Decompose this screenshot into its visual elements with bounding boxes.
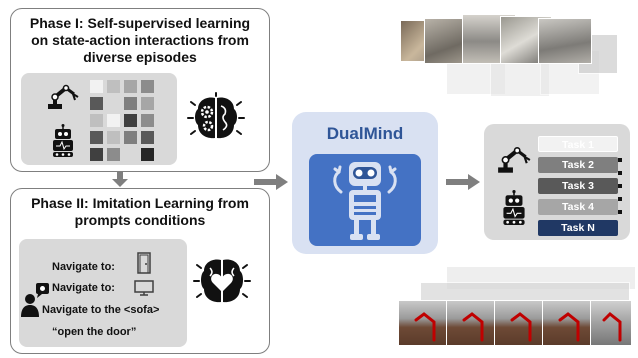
- grid-cell: [141, 97, 154, 110]
- grid-cell: [90, 148, 103, 161]
- prompt-navigate-door: Navigate to:: [52, 261, 115, 273]
- grid-cell: [107, 131, 120, 144]
- dualmind-title: DualMind: [326, 124, 404, 143]
- dualmind-robot-icon: [333, 162, 397, 240]
- prompt-open-door: “open the door”: [52, 326, 137, 338]
- robot-icon: [53, 124, 73, 157]
- grid-cell: [107, 114, 120, 127]
- grid-cell: [90, 131, 103, 144]
- episode-image: [494, 300, 544, 346]
- prompt-navigate-sofa: Navigate to the <sofa>: [42, 304, 160, 316]
- grid-cell: [107, 148, 120, 161]
- robot-arm-scene-icon: [414, 311, 622, 342]
- grid-cell: [124, 114, 137, 127]
- grid-cell: [107, 97, 120, 110]
- door-icon: [137, 252, 151, 274]
- robot-arm-icon: [498, 147, 531, 173]
- grid-cell: [141, 131, 154, 144]
- prompt-navigate-monitor: Navigate to:: [52, 282, 115, 294]
- robot-arm-icon: [48, 84, 79, 109]
- episode-image: [590, 300, 632, 346]
- grid-cell: [141, 80, 154, 93]
- task-item: Task 1: [538, 136, 618, 152]
- down-arrow-icon: [112, 172, 128, 187]
- brain-heart-icon: [193, 259, 251, 303]
- grid-cell: [124, 131, 137, 144]
- robot-icon: [503, 190, 525, 225]
- grid-cell: [124, 97, 137, 110]
- phase1-title: Phase I: Self-supervised learning on sta…: [29, 15, 251, 65]
- task-item: Task 4: [538, 199, 618, 215]
- state-action-grid: [90, 80, 162, 164]
- right-arrow-icon: [446, 174, 480, 190]
- grid-cell: [90, 80, 103, 93]
- task-item: Task N: [538, 220, 618, 236]
- task-item: Task 2: [538, 157, 618, 173]
- monitor-icon: [134, 280, 154, 296]
- grid-cell: [141, 114, 154, 127]
- brain-gears-icon: [187, 92, 245, 139]
- task-item: Task 3: [538, 178, 618, 194]
- episode-image: [398, 300, 448, 346]
- dualmind-panel: [309, 154, 421, 246]
- grid-cell: [90, 114, 103, 127]
- person-idea-icon: [21, 283, 49, 317]
- grid-cell: [90, 97, 103, 110]
- dualmind-box: DualMind: [292, 112, 438, 254]
- grid-cell: [124, 148, 137, 161]
- ellipsis-icon: [618, 158, 622, 214]
- episode-image: [542, 300, 592, 346]
- grid-cell: [107, 80, 120, 93]
- right-arrow-icon: [254, 174, 288, 190]
- episode-image: [538, 18, 592, 64]
- grid-cell: [124, 80, 137, 93]
- phase2-title: Phase II: Imitation Learning from prompt…: [31, 195, 249, 228]
- grid-cell: [141, 148, 154, 161]
